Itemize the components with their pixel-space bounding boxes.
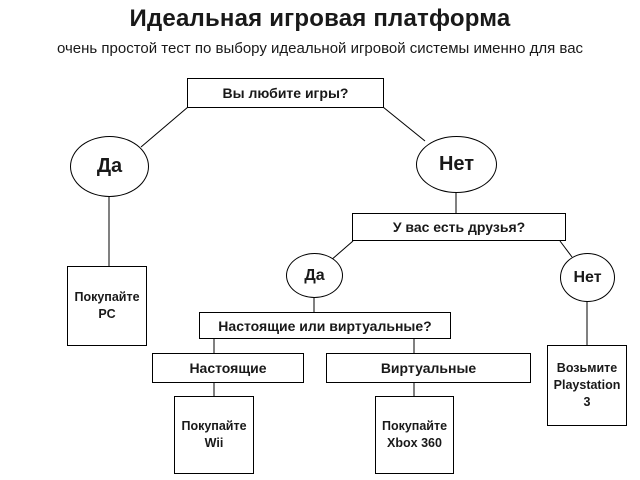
option-label: Виртуальные — [380, 360, 477, 376]
option-virtual-friends: Виртуальные — [326, 353, 531, 383]
answer-friends-no: Нет — [560, 253, 615, 302]
question-label: Вы любите игры? — [222, 85, 349, 101]
answer-label: Нет — [573, 268, 602, 286]
question-do-you-have-friends: У вас есть друзья? — [352, 213, 566, 241]
result-buy-wii: Покупайте Wii — [174, 396, 254, 474]
question-real-or-virtual: Настоящие или виртуальные? — [199, 312, 451, 339]
option-real-friends: Настоящие — [152, 353, 304, 383]
result-line: PC — [98, 307, 116, 321]
answer-label: Да — [304, 266, 325, 284]
answer-games-yes: Да — [70, 136, 149, 197]
result-line: Возьмите — [556, 361, 618, 376]
result-buy-xbox-360: Покупайте Xbox 360 — [375, 396, 454, 474]
answer-label: Да — [96, 155, 123, 177]
answer-label: Нет — [438, 153, 475, 175]
result-line: Покупайте — [381, 419, 448, 434]
option-label: Настоящие — [189, 360, 267, 376]
page-subtitle: очень простой тест по выбору идеальной и… — [56, 40, 584, 57]
result-line: Покупайте — [181, 419, 247, 434]
question-do-you-like-games: Вы любите игры? — [187, 78, 384, 108]
answer-friends-yes: Да — [286, 253, 343, 298]
result-buy-pc: Покупайте PC — [67, 266, 147, 346]
result-get-playstation-3: Возьмите Playstation 3 — [547, 345, 627, 426]
edge-q1-to-yes1 — [140, 106, 189, 148]
edge-q2-to-yes2 — [329, 240, 354, 262]
result-line: Playstation 3 — [553, 378, 621, 409]
result-line: Покупайте — [74, 290, 140, 305]
question-label: У вас есть друзья? — [392, 219, 526, 235]
edge-q2-to-no2 — [559, 240, 573, 258]
result-line: Xbox 360 — [387, 436, 442, 450]
result-line: Wii — [204, 436, 224, 450]
answer-games-no: Нет — [416, 136, 497, 193]
page-title: Идеальная игровая платформа — [129, 5, 511, 32]
edge-q1-to-no1 — [382, 106, 426, 142]
question-label: Настоящие или виртуальные? — [218, 317, 432, 334]
